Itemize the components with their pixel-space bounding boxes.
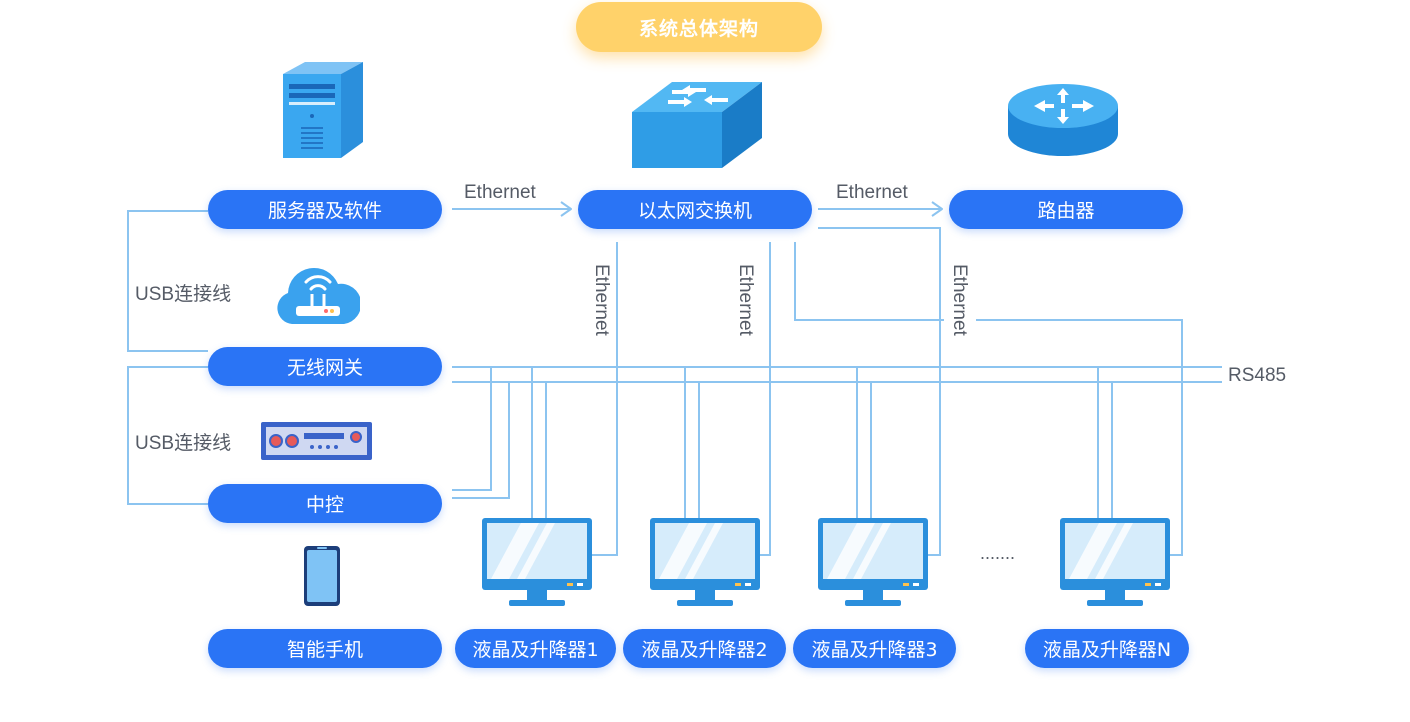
controller-device-icon [261,422,372,460]
node-gateway: 无线网关 [208,347,442,386]
node-lcd-3: 液晶及升降器3 [793,629,956,668]
smartphone-icon [304,546,340,606]
node-phone: 智能手机 [208,629,442,668]
label-ethernet-vertical-2: Ethernet [735,264,756,336]
node-controller: 中控 [208,484,442,523]
network-switch-icon [632,82,762,168]
label-usb-1: USB连接线 [135,284,232,305]
server-tower-icon [283,62,363,158]
monitor-icon [482,518,592,606]
label-ethernet-server-switch: Ethernet [464,182,536,203]
label-ethernet-vertical-1: Ethernet [591,264,612,336]
monitor-icon [818,518,928,606]
monitor-icon [650,518,760,606]
wireless-gateway-icon [277,268,360,324]
label-usb-2: USB连接线 [135,433,232,454]
label-rs485: RS485 [1228,365,1287,386]
diagram-title: 系统总体架构 [576,2,822,52]
node-lcd-2: 液晶及升降器2 [623,629,786,668]
label-ethernet-switch-router: Ethernet [836,182,908,203]
node-server: 服务器及软件 [208,190,442,229]
label-ellipsis: ....... [980,543,1016,563]
monitor-icon [1060,518,1170,606]
router-icon [1008,84,1118,156]
node-lcd-1: 液晶及升降器1 [455,629,616,668]
node-router: 路由器 [949,190,1183,229]
node-switch: 以太网交换机 [578,190,812,229]
label-ethernet-vertical-3: Ethernet [949,264,970,336]
node-lcd-n: 液晶及升降器N [1025,629,1189,668]
